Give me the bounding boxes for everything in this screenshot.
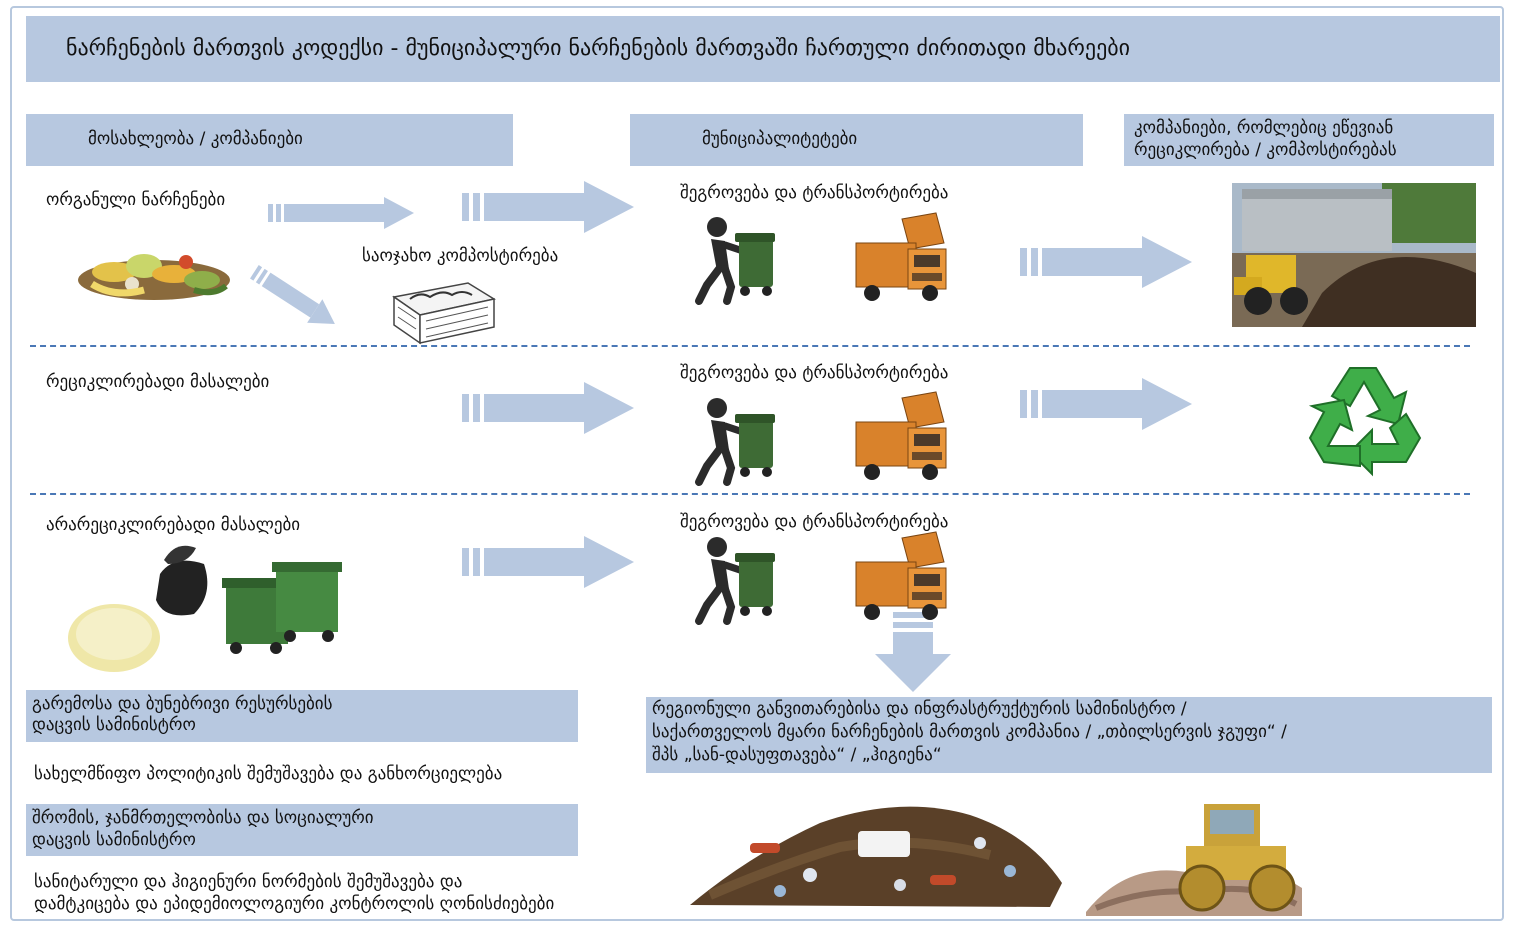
recycle-icon <box>1308 367 1422 477</box>
arrow-organic-to-composting <box>250 265 335 325</box>
row-organic-label: ორგანული ნარჩენები <box>46 190 226 210</box>
arrow-row2-mid <box>462 382 634 434</box>
regional-line2: საქართველოს მყარი ნარჩენების მართვის კომ… <box>652 722 1287 742</box>
row-separator-2 <box>30 493 1470 495</box>
compost-bin-image <box>392 282 496 345</box>
landfill-compactor-image <box>1086 804 1302 916</box>
ministry-labour-role-1: სანიტარული და ჰიგიენური ნორმების შემუშავ… <box>34 872 463 892</box>
garbage-truck-icon <box>855 212 947 301</box>
landfill-pile-image <box>690 806 1062 907</box>
arrow-row1-right <box>1020 236 1192 288</box>
arrow-row1-mid <box>462 181 634 233</box>
header-recyclers: კომპანიები, რომლებიც ეწევიან რეციკლირება… <box>1124 114 1494 166</box>
header-population: მოსახლეობა / კომპანიები <box>26 114 513 166</box>
person-with-bin-icon <box>695 217 775 305</box>
home-composting-label: საოჯახო კომპოსტირება <box>362 246 559 266</box>
header-population-label: მოსახლეობა / კომპანიები <box>88 129 303 149</box>
composting-facility-photo <box>1232 183 1476 327</box>
row-recyclable-label: რეციკლირებადი მასალები <box>46 372 270 392</box>
waste-bags-containers-image <box>68 545 342 672</box>
garbage-truck-icon <box>855 391 947 480</box>
person-with-bin-icon <box>695 537 775 625</box>
row-nonrecyclable-collection: შეგროვება და ტრანსპორტირება <box>680 512 949 532</box>
regional-line1: რეგიონული განვითარებისა და ინფრასტრუქტურ… <box>652 699 1187 719</box>
person-with-bin-icon <box>695 398 775 486</box>
page-title: ნარჩენების მართვის კოდექსი - მუნიციპალურ… <box>66 36 1131 61</box>
header-recyclers-line2: რეციკლირება / კომპოსტირებას <box>1134 140 1397 160</box>
row-separator-1 <box>30 345 1470 347</box>
row-recyclable-collection: შეგროვება და ტრანსპორტირება <box>680 363 949 383</box>
diagram-frame <box>10 6 1504 921</box>
header-recyclers-line1: კომპანიები, რომლებიც ეწევიან <box>1134 118 1394 138</box>
arrow-down-to-regional <box>875 612 951 692</box>
arrow-organic-to-collection <box>268 197 414 229</box>
title-bar <box>26 16 1500 82</box>
row-organic-collection: შეგროვება და ტრანსპორტირება <box>680 183 949 203</box>
ministry-env-box: გარემოსა და ბუნებრივი რესურსების დაცვის … <box>26 690 578 742</box>
ministry-env-line2: დაცვის სამინისტრო <box>32 715 196 735</box>
regional-line3: შპს „სან-დასუფთავება“ / „ჰიგიენა“ <box>652 745 942 765</box>
arrow-row3-mid <box>462 536 634 588</box>
ministry-labour-line2: დაცვის სამინისტრო <box>32 830 196 850</box>
organic-waste-image <box>78 254 230 300</box>
ministry-labour-box: შრომის, ჯანმრთელობისა და სოციალური დაცვი… <box>26 804 578 856</box>
ministry-labour-role-2: დამტკიცება და ეპიდემიოლოგიური კონტროლის … <box>34 894 555 914</box>
ministry-labour-line1: შრომის, ჯანმრთელობისა და სოციალური <box>32 808 374 828</box>
ministry-env-line1: გარემოსა და ბუნებრივი რესურსების <box>32 694 333 714</box>
ministry-env-role: სახელმწიფო პოლიტიკის შემუშავება და განხო… <box>34 764 503 784</box>
regional-box: რეგიონული განვითარებისა და ინფრასტრუქტურ… <box>646 697 1492 773</box>
garbage-truck-icon <box>855 531 947 620</box>
row-nonrecyclable-label: არარეციკლირებადი მასალები <box>46 515 301 535</box>
header-municipalities: მუნიციპალიტეტები <box>630 114 1083 166</box>
arrow-row2-right <box>1020 378 1192 430</box>
header-municipalities-label: მუნიციპალიტეტები <box>702 129 858 149</box>
